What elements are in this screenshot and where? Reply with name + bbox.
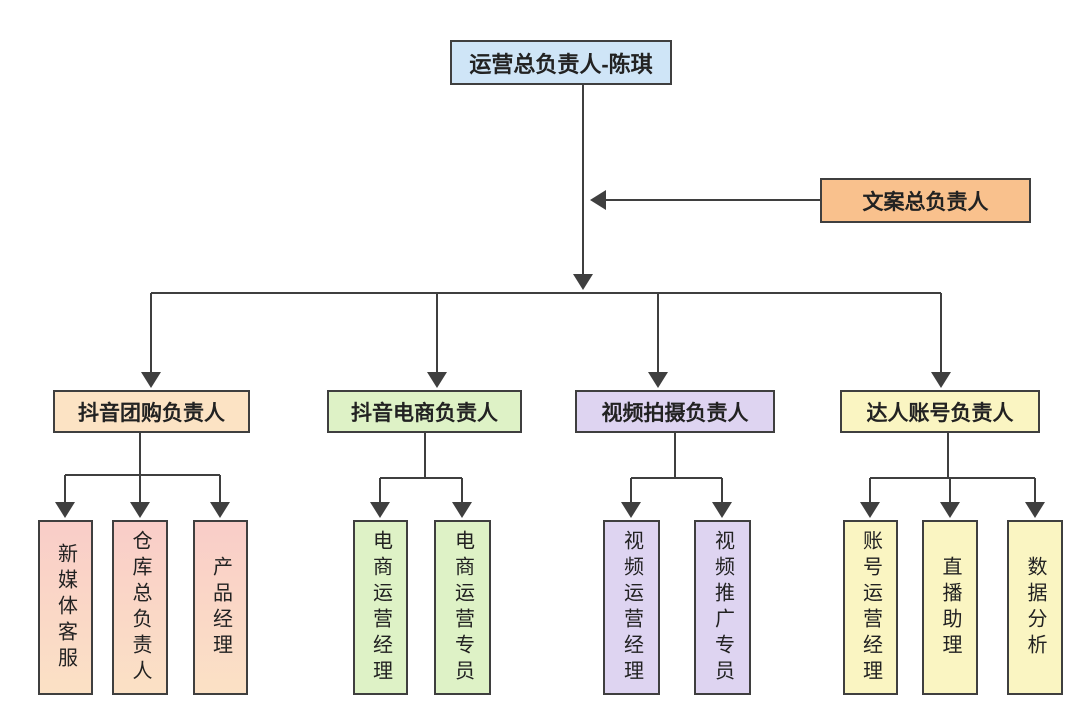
member-label: 产品经理 <box>209 555 232 660</box>
node-member-g2-0: 视频运营经理 <box>603 520 660 695</box>
member-label: 账号运营经理 <box>859 529 882 686</box>
node-group-lead-1: 抖音电商负责人 <box>327 390 522 433</box>
node-member-g3-2: 数据分析 <box>1007 520 1063 695</box>
node-member-g0-0: 新媒体客服 <box>38 520 93 695</box>
member-label: 数据分析 <box>1024 555 1046 660</box>
member-label: 视频推广专员 <box>711 529 734 686</box>
node-member-g0-2: 产品经理 <box>193 520 248 695</box>
node-group-lead-2: 视频拍摄负责人 <box>575 390 775 433</box>
node-copywriting-lead: 文案总负责人 <box>820 178 1031 223</box>
node-member-g1-0: 电商运营经理 <box>353 520 408 695</box>
node-group-lead-0: 抖音团购负责人 <box>53 390 250 433</box>
node-root-manager: 运营总负责人-陈琪 <box>450 40 672 85</box>
node-member-g3-1: 直播助理 <box>922 520 978 695</box>
member-label: 电商运营经理 <box>369 529 392 686</box>
node-group-lead-3: 达人账号负责人 <box>840 390 1040 433</box>
member-label: 新媒体客服 <box>54 542 77 673</box>
node-member-g3-0: 账号运营经理 <box>843 520 898 695</box>
member-label: 视频运营经理 <box>620 529 643 686</box>
node-member-g1-1: 电商运营专员 <box>434 520 491 695</box>
member-label: 电商运营专员 <box>451 529 474 686</box>
member-label: 仓库总负责人 <box>129 529 151 686</box>
member-label: 直播助理 <box>939 555 961 660</box>
node-member-g2-1: 视频推广专员 <box>694 520 751 695</box>
node-member-g0-1: 仓库总负责人 <box>112 520 168 695</box>
